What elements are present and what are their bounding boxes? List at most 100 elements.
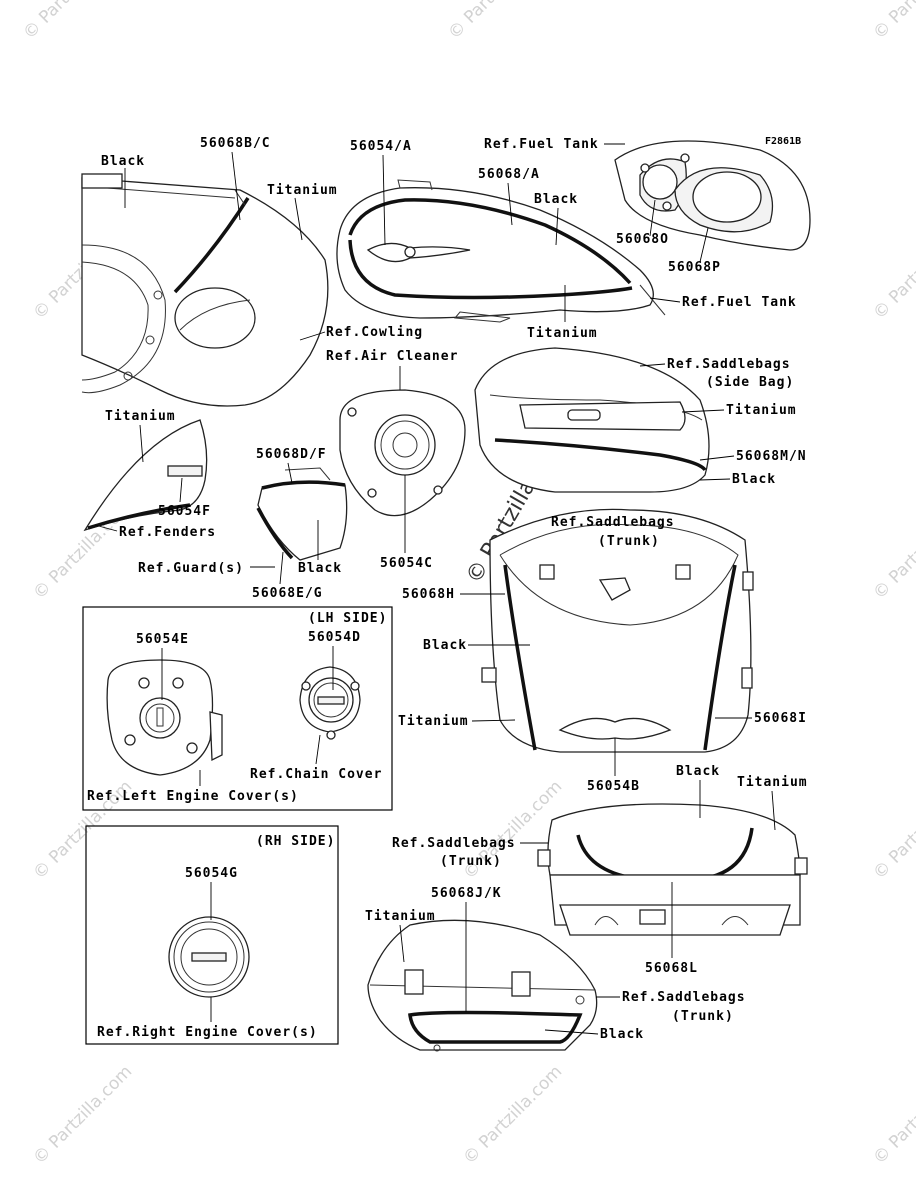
- label-56068p: 56068P: [668, 260, 721, 275]
- leader-line: [639, 363, 666, 367]
- trunk-front-illustration: [481, 508, 754, 753]
- trunk-side-illustration: [367, 919, 598, 1052]
- fuel-cap-illustration: [614, 140, 811, 251]
- label-ref-fuel-tank-top: Ref.Fuel Tank: [484, 137, 599, 152]
- label-ref-left-engine-cover: Ref.Left Engine Cover(s): [87, 789, 299, 804]
- label-56068eg: 56068E/G: [252, 586, 323, 601]
- label-rh-side: (RH SIDE): [256, 834, 335, 849]
- label-ref-saddlebags-side-2: (Side Bag): [706, 375, 794, 390]
- label-56068l: 56068L: [645, 961, 698, 976]
- leader-line: [544, 1029, 599, 1035]
- leader-line: [382, 154, 386, 246]
- label-56068bc: 56068B/C: [200, 136, 271, 151]
- label-56068i: 56068I: [754, 711, 807, 726]
- label-black-tank: Black: [534, 192, 578, 207]
- trunk-rear-illustration: [537, 803, 808, 936]
- right-engine-cover-illustration: [168, 916, 250, 998]
- leader-line: [471, 719, 516, 722]
- leader-line: [94, 524, 118, 532]
- leader-line: [287, 462, 293, 484]
- label-56068a: 56068/A: [478, 167, 540, 182]
- leader-line: [555, 207, 559, 246]
- label-titanium-trunk-side: Titanium: [365, 909, 436, 924]
- label-ref-saddlebags-trunk-side-2: (Trunk): [672, 1009, 734, 1024]
- label-titanium-tank: Titanium: [527, 326, 598, 341]
- label-ref-saddlebags-side-1: Ref.Saddlebags: [667, 357, 791, 372]
- label-ref-right-engine-cover: Ref.Right Engine Cover(s): [97, 1025, 318, 1040]
- leader-line: [649, 297, 681, 303]
- side-saddlebag-illustration: [474, 347, 710, 493]
- label-56068df: 56068D/F: [256, 447, 327, 462]
- label-56068o: 56068O: [616, 232, 669, 247]
- lh-side-box: [82, 606, 393, 811]
- watermark-text: © Partzilla.com: [869, 777, 916, 884]
- fuel-tank-illustration: [336, 179, 666, 323]
- label-black-guard: Black: [298, 561, 342, 576]
- rh-side-box: [85, 825, 339, 1045]
- leader-line: [294, 197, 303, 241]
- watermark-text: © Partzilla.com: [869, 217, 916, 324]
- label-titanium-fender: Titanium: [105, 409, 176, 424]
- watermark-text: © Partzilla.com: [19, 0, 126, 44]
- chain-cover-illustration: [299, 666, 361, 740]
- cowling-illustration: [81, 173, 329, 407]
- label-black-sidebag: Black: [732, 472, 776, 487]
- label-ref-saddlebags-trunk-rear-1: Ref.Saddlebags: [392, 836, 516, 851]
- left-engine-cover-illustration: [106, 659, 223, 776]
- label-black-trunk-front: Black: [423, 638, 467, 653]
- figure-code: F2861B: [765, 136, 801, 147]
- leader-line: [771, 790, 776, 831]
- label-ref-air-cleaner: Ref.Air Cleaner: [326, 349, 458, 364]
- label-56054e: 56054E: [136, 632, 189, 647]
- label-56054c: 56054C: [380, 556, 433, 571]
- watermark-text: © Partzilla.com: [869, 0, 916, 44]
- label-titanium-trunk-rear: Titanium: [737, 775, 808, 790]
- leader-line: [299, 331, 326, 341]
- label-56068mn: 56068M/N: [736, 449, 807, 464]
- label-ref-guards: Ref.Guard(s): [138, 561, 244, 576]
- watermark-text: © Partzilla.com: [459, 1062, 566, 1169]
- leader-line: [699, 478, 731, 481]
- label-56054b: 56054B: [587, 779, 640, 794]
- label-titanium-cowl: Titanium: [267, 183, 338, 198]
- label-56054f: 56054F: [158, 504, 211, 519]
- label-ref-fuel-tank-right: Ref.Fuel Tank: [682, 295, 797, 310]
- label-ref-fenders: Ref.Fenders: [119, 525, 216, 540]
- label-black-trunk-side: Black: [600, 1027, 644, 1042]
- leader-line: [649, 199, 656, 237]
- watermark-text: © Partzilla.com: [869, 497, 916, 604]
- leader-line: [279, 551, 284, 585]
- guard-illustration: [256, 467, 348, 561]
- label-56068jk: 56068J/K: [431, 886, 502, 901]
- leader-line: [179, 477, 183, 503]
- leader-line: [231, 151, 241, 221]
- leader-line: [699, 227, 709, 263]
- label-ref-chain-cover: Ref.Chain Cover: [250, 767, 382, 782]
- leader-line: [507, 182, 513, 226]
- label-black-cowl: Black: [101, 154, 145, 169]
- leader-line: [699, 455, 735, 461]
- label-ref-saddlebags-trunk-2: (Trunk): [598, 534, 660, 549]
- label-56068h: 56068H: [402, 587, 455, 602]
- label-ref-saddlebags-trunk-1: Ref.Saddlebags: [551, 515, 675, 530]
- label-lh-side: (LH SIDE): [308, 611, 387, 626]
- watermark-text: © Partzilla.com: [444, 0, 551, 44]
- label-black-trunk-rear: Black: [676, 764, 720, 779]
- label-titanium-trunk-front: Titanium: [398, 714, 469, 729]
- label-56054d: 56054D: [308, 630, 361, 645]
- label-ref-saddlebags-trunk-side-1: Ref.Saddlebags: [622, 990, 746, 1005]
- air-cleaner-illustration: [339, 389, 466, 517]
- label-ref-saddlebags-trunk-rear-2: (Trunk): [440, 854, 502, 869]
- label-56054g: 56054G: [185, 866, 238, 881]
- watermark-text: © Partzilla.com: [869, 1062, 916, 1169]
- leader-line: [681, 409, 725, 413]
- label-titanium-sidebag: Titanium: [726, 403, 797, 418]
- leader-line: [315, 734, 321, 765]
- leader-line: [139, 424, 144, 463]
- label-ref-cowling: Ref.Cowling: [326, 325, 423, 340]
- watermark-text: © Partzilla.com: [29, 1062, 136, 1169]
- leader-line: [399, 924, 405, 963]
- fender-illustration: [83, 419, 208, 532]
